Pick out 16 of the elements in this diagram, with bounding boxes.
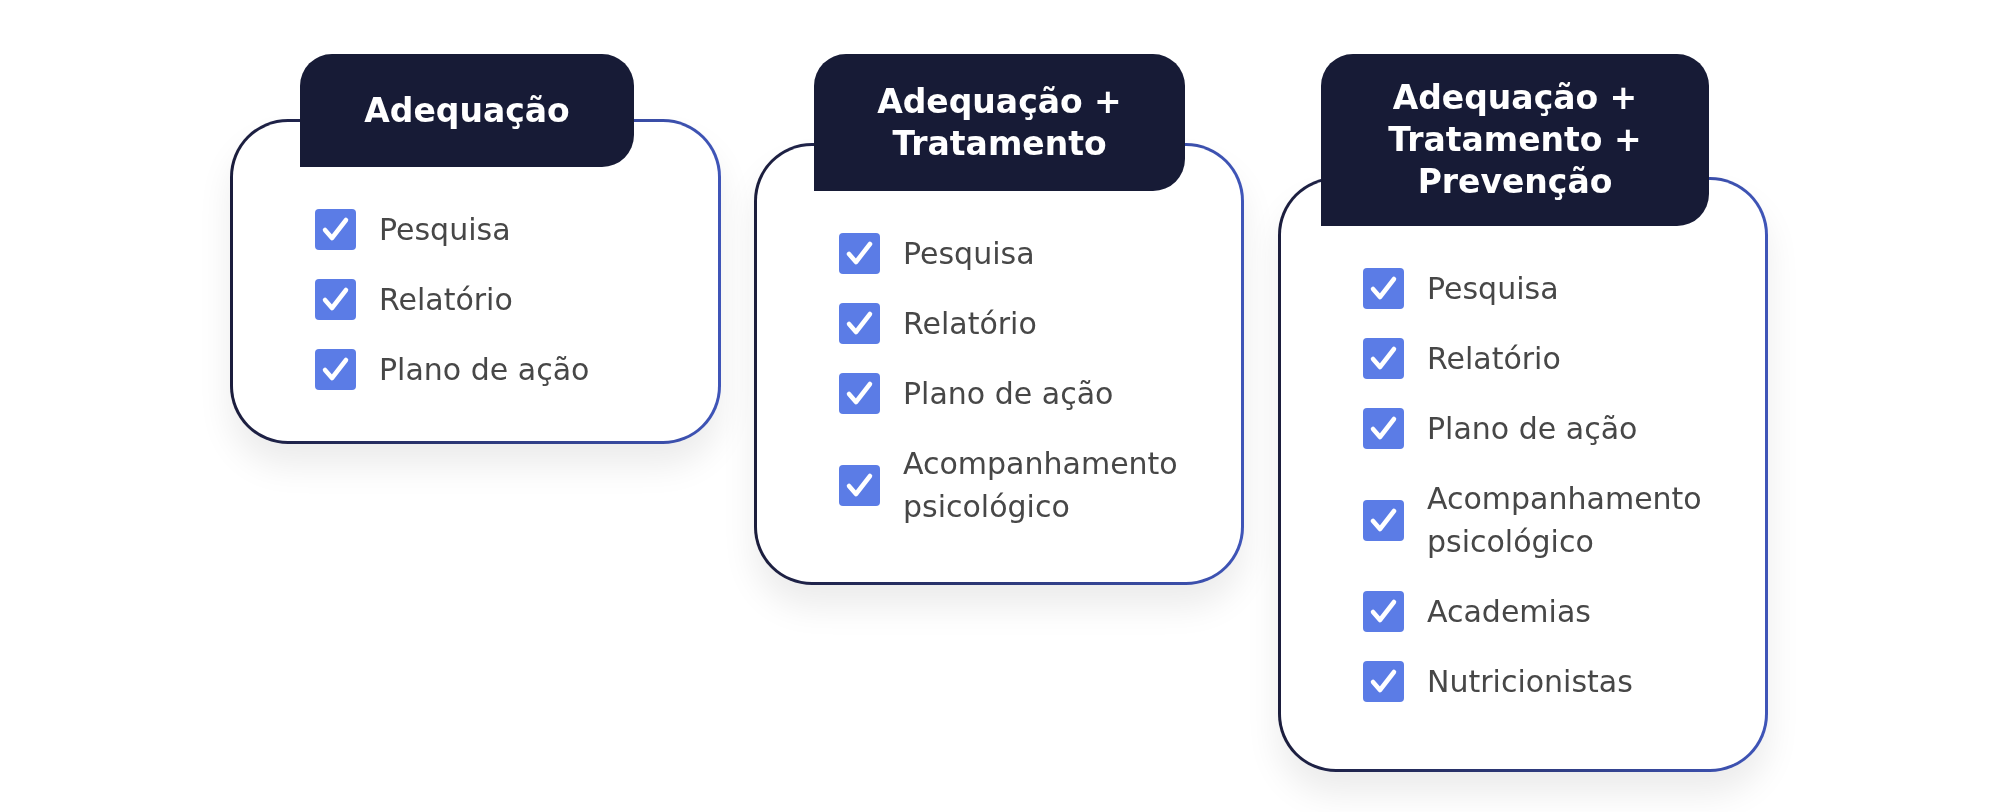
plan-heading: Adequação (300, 54, 634, 167)
plan-heading: Adequação + Tratamento (814, 54, 1185, 191)
item-label: Academias (1427, 593, 1591, 631)
item-label: Relatório (1427, 340, 1561, 378)
item-label: Plano de ação (1427, 410, 1638, 448)
plan-heading: Adequação + Tratamento + Prevenção (1321, 54, 1709, 226)
item-label: Acompanhamento psicológico (903, 445, 1179, 526)
item-label: Pesquisa (379, 211, 511, 249)
item-label: Nutricionistas (1427, 663, 1633, 701)
item-label: Relatório (379, 281, 513, 319)
item-label: Acompanhamento psicológico (1427, 480, 1703, 561)
item-label: Pesquisa (903, 235, 1035, 273)
item-label: Pesquisa (1427, 270, 1559, 308)
item-label: Plano de ação (379, 351, 590, 389)
item-label: Plano de ação (903, 375, 1114, 413)
item-label: Relatório (903, 305, 1037, 343)
